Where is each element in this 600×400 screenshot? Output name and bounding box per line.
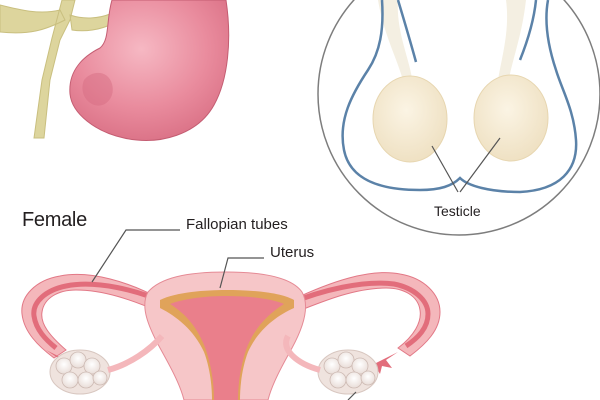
fallopian-tube-right-outer [291, 272, 441, 357]
fallopian-tubes-label: Fallopian tubes [186, 216, 288, 233]
ovary-left [49, 349, 111, 395]
fallopian-tube-left-lumen [31, 281, 170, 350]
leader-ovary [347, 391, 357, 400]
scrotum-septum [396, 0, 418, 63]
kidney-hilum [82, 72, 113, 106]
uterine-cavity [170, 296, 284, 400]
scrotum-septum-right [518, 0, 538, 61]
female-leader-lines [91, 229, 357, 400]
female-label: Female [22, 209, 87, 231]
uterus-label: Uterus [270, 244, 315, 261]
inset-circle [317, 0, 600, 236]
spermatic-cord-left [378, 0, 412, 84]
ovarian-ligament-right [283, 334, 321, 373]
male-inset [317, 0, 600, 236]
spermatic-cord-right [498, 0, 526, 84]
ovary-right [317, 349, 379, 395]
leader-uterus [219, 257, 264, 289]
fallopian-tube-right-lumen [287, 280, 431, 349]
testicle-right [473, 74, 549, 162]
leader-fallopian-tubes [91, 229, 180, 283]
scrotum-outline [341, 0, 578, 194]
testicle-leader-lines [431, 137, 501, 193]
fallopian-tube-left-outer [21, 273, 163, 359]
female-reproductive-system [21, 229, 441, 400]
testicle-label: Testicle [434, 203, 481, 219]
ovarian-ligament-left [107, 334, 165, 373]
fimbriae-right [374, 352, 398, 374]
testicle-left [372, 75, 448, 163]
kidney [69, 0, 230, 141]
kidney-group [0, 0, 230, 141]
